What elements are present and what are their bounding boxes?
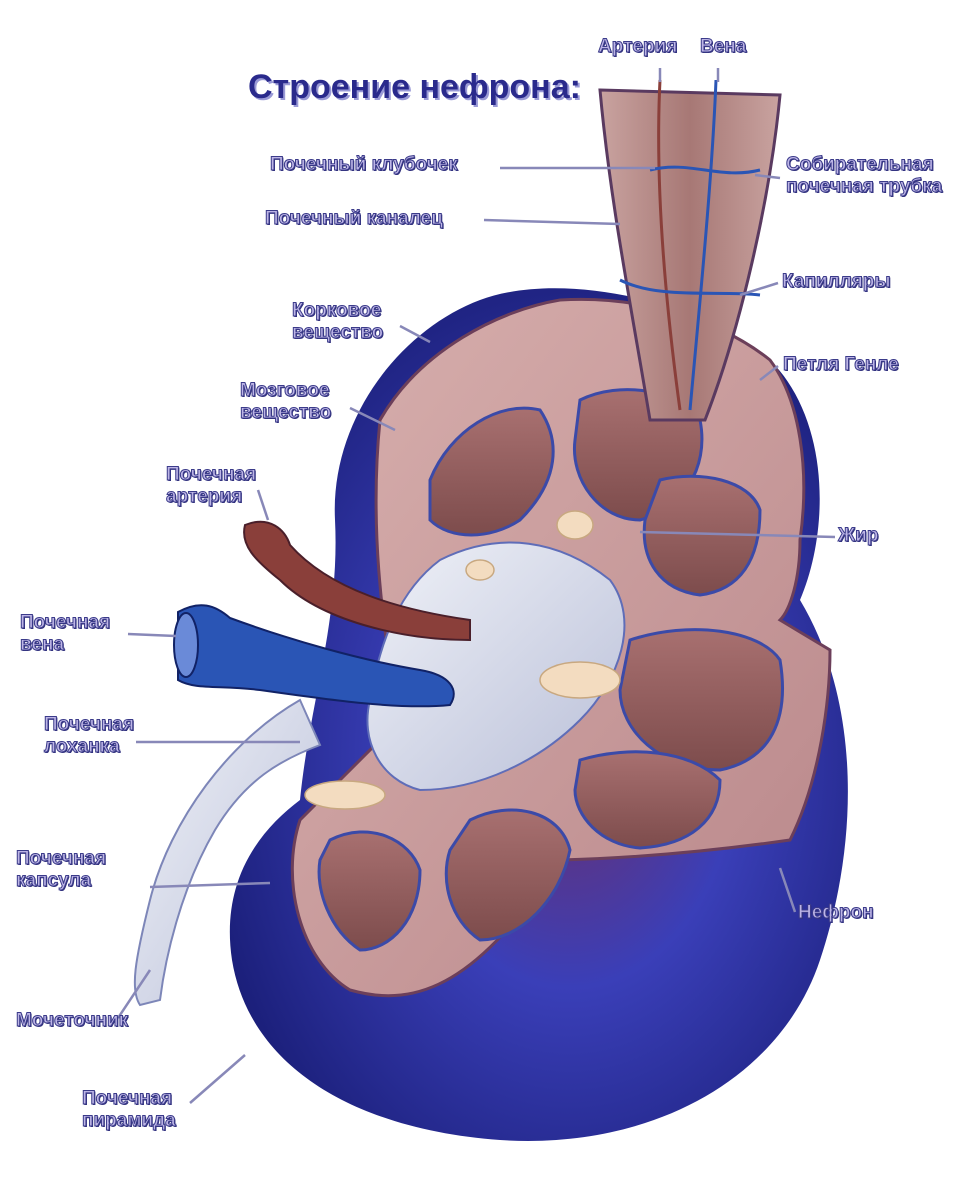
- label-renal-artery-line1: Почечная: [165, 464, 257, 486]
- label-cortex-line1: Корковое: [291, 300, 382, 322]
- label-nephron: Нефрон: [798, 902, 875, 924]
- label-renal-capsule: Почечная капсула: [15, 848, 107, 892]
- label-capillaries: Капилляры: [782, 271, 892, 293]
- fat-deposits: [304, 510, 621, 810]
- label-cortex-line2: вещество: [291, 322, 384, 344]
- renal-vein-opening: [173, 612, 199, 678]
- label-renal-pelvis-line2: лоханка: [43, 736, 120, 758]
- renal-artery-vessel: [243, 520, 471, 642]
- label-medulla-line1: Мозговое: [239, 380, 330, 402]
- label-collecting-duct: Собирательная почечная трубка: [785, 154, 943, 198]
- label-collecting-duct-line2: почечная трубка: [785, 176, 943, 198]
- label-tubule: Почечный каналец: [265, 208, 444, 230]
- label-fat: Жир: [837, 525, 879, 547]
- label-renal-vein-line1: Почечная: [19, 612, 111, 634]
- label-renal-pelvis: Почечная лоханка: [43, 714, 135, 758]
- label-renal-pyramid-line1: Почечная: [82, 1088, 173, 1110]
- ureter-shape: [133, 698, 322, 1007]
- label-renal-pelvis-line1: Почечная: [43, 714, 135, 736]
- label-cortex: Корковое вещество: [291, 300, 384, 344]
- label-ureter: Мочеточник: [15, 1010, 129, 1032]
- label-loop-henle: Петля Генле: [783, 354, 900, 376]
- label-renal-vein: Почечная вена: [19, 612, 111, 656]
- label-glomerulus: Почечный клубочек: [270, 154, 459, 176]
- label-medulla: Мозговое вещество: [239, 380, 332, 424]
- label-renal-capsule-line1: Почечная: [15, 848, 107, 870]
- renal-vein-vessel: [177, 604, 455, 708]
- diagram-title: Строение нефрона:: [248, 68, 581, 106]
- label-renal-artery: Почечная артерия: [165, 464, 257, 508]
- label-collecting-duct-line1: Собирательная: [785, 154, 934, 176]
- label-medulla-line2: вещество: [239, 402, 332, 424]
- label-renal-pyramid: Почечная пирамида: [82, 1088, 177, 1132]
- label-renal-pyramid-line2: пирамида: [82, 1110, 177, 1132]
- label-vena: Вена: [699, 36, 747, 58]
- label-renal-capsule-line2: капсула: [15, 870, 92, 892]
- label-renal-vein-line2: вена: [19, 634, 65, 656]
- label-renal-artery-line2: артерия: [165, 486, 243, 508]
- label-arteria: Артерия: [597, 36, 678, 58]
